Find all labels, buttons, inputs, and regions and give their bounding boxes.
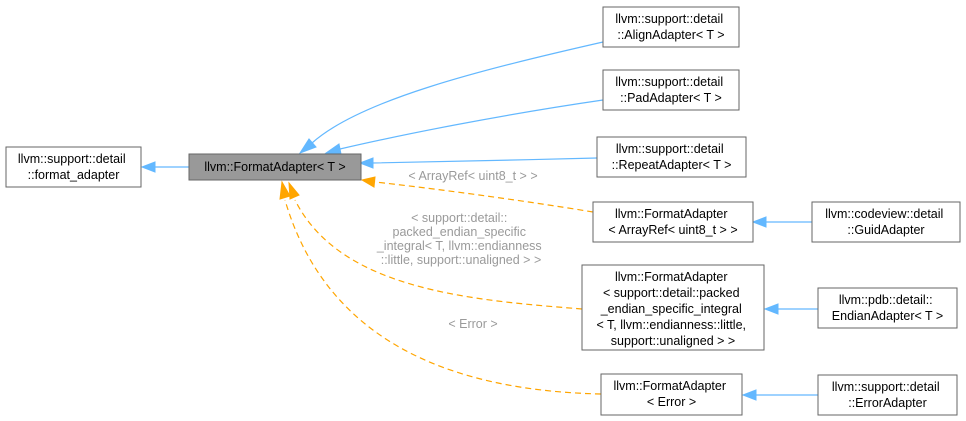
edge-labels: < ArrayRef< uint8_t > > < support::detai… xyxy=(376,169,545,331)
edge-error-to-formatadapter xyxy=(284,199,602,395)
node-repeat-adapter[interactable]: llvm::support::detail ::RepeatAdapter< T… xyxy=(596,136,747,178)
node-pad-adapter[interactable]: llvm::support::detail ::PadAdapter< T > xyxy=(602,69,740,111)
node-label: llvm::FormatAdapter < ArrayRef< uint8_t … xyxy=(608,207,737,237)
node-label: llvm::pdb::detail:: EndianAdapter< T > xyxy=(832,293,943,323)
edge-label-packed: < support::detail:: packed_endian_specif… xyxy=(376,211,545,267)
node-formatadapter-packed[interactable]: llvm::FormatAdapter < support::detail::p… xyxy=(581,264,765,351)
node-error-adapter[interactable]: llvm::support::detail ::ErrorAdapter xyxy=(817,374,958,416)
node-formatadapter-error[interactable]: llvm::FormatAdapter < Error > xyxy=(600,373,743,416)
arrowhead-error xyxy=(279,180,291,200)
nodes: llvm::support::detail ::format_adapter l… xyxy=(5,6,961,416)
node-label: llvm::support::detail ::AlignAdapter< T … xyxy=(615,12,726,42)
node-label: llvm::support::detail ::ErrorAdapter xyxy=(832,380,943,410)
node-label: llvm::support::detail ::RepeatAdapter< T… xyxy=(612,142,732,172)
node-guid-adapter[interactable]: llvm::codeview::detail ::GuidAdapter xyxy=(811,201,961,243)
edge-label-error: < Error > xyxy=(448,317,497,331)
edge-arrayref-to-formatadapter xyxy=(374,181,594,213)
arrowhead-align-adapter xyxy=(298,138,317,154)
node-formatadapter-arrayref[interactable]: llvm::FormatAdapter < ArrayRef< uint8_t … xyxy=(592,201,754,243)
arrowhead-erroradapter xyxy=(741,389,757,401)
arrowhead-arrayref xyxy=(360,176,376,188)
node-label: llvm::support::detail ::format_adapter xyxy=(18,152,129,182)
arrowhead-packed xyxy=(288,181,300,200)
node-align-adapter[interactable]: llvm::support::detail ::AlignAdapter< T … xyxy=(602,6,740,48)
node-label: llvm::FormatAdapter < Error > xyxy=(613,379,729,409)
node-formatadapter-t[interactable]: llvm::FormatAdapter< T > xyxy=(188,153,362,181)
arrowhead-endian xyxy=(763,303,779,315)
edge-repeat-adapter-to-formatadapter xyxy=(371,157,598,164)
node-format-adapter[interactable]: llvm::support::detail ::format_adapter xyxy=(5,146,142,188)
edges xyxy=(140,41,818,401)
arrowhead-guid xyxy=(751,216,767,228)
edge-label-arrayref: < ArrayRef< uint8_t > > xyxy=(408,169,537,183)
node-label: llvm::FormatAdapter< T > xyxy=(204,160,345,174)
edge-pad-adapter-to-formatadapter xyxy=(339,99,604,150)
node-endian-adapter[interactable]: llvm::pdb::detail:: EndianAdapter< T > xyxy=(817,287,958,329)
node-label: llvm::support::detail ::PadAdapter< T > xyxy=(615,75,726,105)
arrowhead-pad-adapter xyxy=(324,143,342,155)
node-label: llvm::FormatAdapter < support::detail::p… xyxy=(597,270,750,348)
arrowhead-format-adapter xyxy=(140,161,156,173)
edge-packed-to-formatadapter xyxy=(294,199,583,310)
arrowhead-repeat-adapter xyxy=(358,157,374,169)
node-label: llvm::codeview::detail ::GuidAdapter xyxy=(825,207,947,237)
edge-align-adapter-to-formatadapter xyxy=(311,41,604,144)
